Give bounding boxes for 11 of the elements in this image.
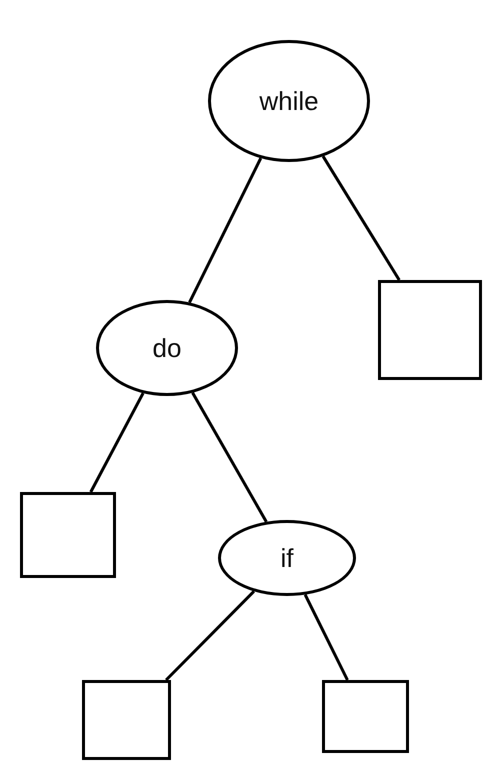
empty-box	[20, 492, 116, 578]
connector-line	[165, 590, 256, 682]
node-label: if	[280, 542, 294, 574]
empty-box	[378, 280, 482, 380]
empty-box	[82, 680, 171, 760]
node-label: do	[152, 332, 182, 364]
connector-line	[89, 392, 144, 493]
empty-box	[322, 680, 409, 753]
connector-line	[322, 156, 400, 281]
node-label: while	[259, 86, 319, 116]
connector-line	[304, 594, 349, 681]
